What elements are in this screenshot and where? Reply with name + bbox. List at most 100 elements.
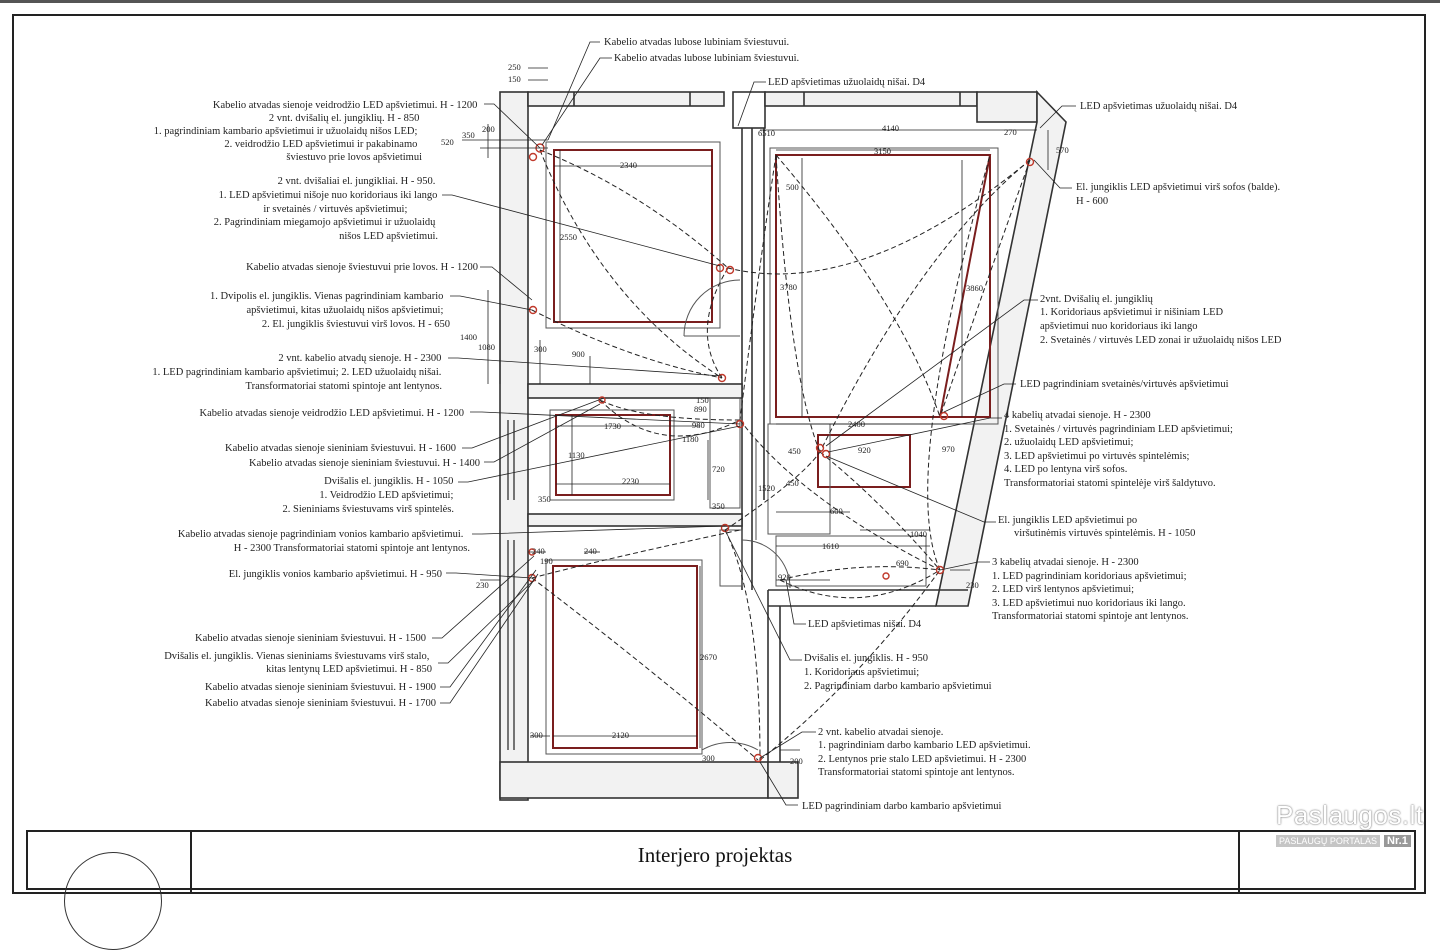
bottom-wall-left — [499, 761, 769, 799]
annotations: Kabelio atvadas lubose lubiniam šviestuv… — [152, 37, 1283, 812]
dim-250: 250 — [508, 62, 521, 72]
dim-350b: 350 — [538, 494, 551, 504]
leader-lines — [432, 41, 1076, 806]
annotation-bipolar-switch: 1. Dvipolis el. jungiklis. Vienas pagrin… — [210, 291, 450, 330]
dim-900: 900 — [572, 349, 585, 359]
dim-1520: 1520 — [758, 483, 775, 493]
annotation-office-double-switch: Dvišalis el. jungiklis. Vienas sieniniam… — [164, 651, 432, 675]
annotation-wall-light-1500: Kabelio atvadas sienoje sieniniam šviest… — [195, 633, 426, 644]
dim-1400: 1400 — [460, 332, 477, 342]
door-swings — [683, 279, 791, 751]
dim-6510: 6510 — [758, 128, 775, 138]
annotation-kitchen-cabinet-switch: El. jungiklis LED apšvietimui po viršuti… — [998, 515, 1195, 539]
watermark-badge: Nr.1 — [1384, 835, 1411, 847]
annotation-office-cable-outputs: 2 vnt. kabelio atvadai sienoje. 1. pagri… — [818, 727, 1033, 778]
dim-240b: 240 — [584, 546, 597, 556]
window-top-edge — [0, 0, 1440, 3]
dim-3150: 3150 — [874, 146, 891, 156]
vanity-outline — [555, 414, 671, 496]
dim-1610: 1610 — [822, 541, 839, 551]
top-wall-right — [764, 91, 978, 107]
dim-920b: 920 — [778, 572, 791, 582]
watermark-subtitle: PASLAUGŲ PORTALAS — [1276, 835, 1381, 847]
annotation-niche-led: LED apšvietimas nišai. D4 — [808, 619, 922, 630]
annotation-bath-double-switch: Dvišalis el. jungiklis. H - 1050 1. Veid… — [283, 476, 457, 515]
dim-450: 450 — [788, 446, 801, 456]
dim-690: 690 — [896, 558, 909, 568]
dim-230: 230 — [966, 580, 979, 590]
annotation-wall-light-1900: Kabelio atvadas sienoje sieniniam šviest… — [205, 682, 436, 693]
dim-1130: 1130 — [568, 450, 585, 460]
dim-450b: 450 — [786, 478, 799, 488]
dim-600: 600 — [830, 506, 843, 516]
dim-4140: 4140 — [882, 123, 899, 133]
annotation-bedroom-cable-outputs: 2 vnt. kabelio atvadų sienoje. H - 2300 … — [152, 353, 444, 392]
dim-2340: 2340 — [620, 160, 637, 170]
electrical-points — [527, 143, 1035, 763]
floor-plan-drawing: 250 150 350 200 520 2340 2550 300 900 14… — [152, 37, 1283, 812]
dim-970: 970 — [942, 444, 955, 454]
partition-bath-bottom — [527, 513, 743, 527]
dim-520: 520 — [441, 137, 454, 147]
dim-150: 150 — [508, 74, 521, 84]
dim-2230: 2230 — [622, 476, 639, 486]
dim-500: 500 — [786, 182, 799, 192]
central-wall — [732, 91, 766, 129]
annotation-living-led: LED pagrindiniam svetainės/virtuvės apšv… — [1020, 379, 1229, 390]
annotation-office-corridor-switch: Dvišalis el. jungiklis. H - 950 1. Korid… — [804, 653, 992, 692]
annotation-wall-light-1700: Kabelio atvadas sienoje sieniniam šviest… — [205, 698, 436, 709]
top-right-corner-wall — [976, 91, 1038, 123]
dim-2670: 2670 — [700, 652, 717, 662]
annotation-wall-light-1400: Kabelio atvadas sienoje sieniniam šviest… — [249, 458, 480, 469]
top-wall-left — [527, 91, 725, 107]
bottom-wall-right — [767, 761, 799, 799]
walls — [499, 90, 1067, 801]
annotation-curtain-led-2: LED apšvietimas užuolaidų nišai. D4 — [1080, 101, 1238, 112]
dim-1730: 1730 — [604, 421, 621, 431]
dim-200: 200 — [482, 124, 495, 134]
annotation-corridor-switches: 2vnt. Dvišalių el. jungiklių 1. Koridori… — [1040, 294, 1282, 346]
logo-circle-icon — [64, 852, 162, 950]
dim-2120: 2120 — [612, 730, 629, 740]
annotation-ceiling-cable-2: Kabelio atvadas lubose lubiniam šviestuv… — [614, 53, 799, 64]
bed-outline — [553, 149, 713, 323]
dim-350: 350 — [462, 130, 475, 140]
dim-270: 270 — [1004, 127, 1017, 137]
annotation-bedside-lamp: Kabelio atvadas sienoje šviestuvui prie … — [246, 262, 478, 273]
annotation-bedroom-switches: 2 vnt. dvišaliai el. jungikliai. H - 950… — [214, 176, 440, 242]
right-outer-wall — [935, 90, 1067, 607]
dimension-labels: 250 150 350 200 520 2340 2550 300 900 14… — [441, 62, 1069, 766]
dim-300b: 300 — [530, 730, 543, 740]
annotation-bath-switch: El. jungiklis vonios kambario apšvietimu… — [229, 569, 442, 580]
dim-980: 980 — [692, 420, 705, 430]
annotation-kitchen-cable-outputs: 4 kabelių atvadai sienoje. H - 2300 1. S… — [1004, 410, 1236, 489]
annotation-ceiling-cable-1: Kabelio atvadas lubose lubiniam šviestuv… — [604, 37, 789, 48]
annotation-bedroom-mirror: Kabelio atvadas sienoje veidrodžio LED a… — [154, 100, 480, 163]
dim-350c: 350 — [712, 501, 725, 511]
project-title: Interjero projektas — [637, 843, 793, 867]
kitchen-counter — [817, 434, 911, 488]
dimension-lines — [462, 67, 1049, 751]
dim-920: 920 — [858, 445, 871, 455]
annotation-sofa-switch: El. jungiklis LED apšvietimui virš sofos… — [1076, 182, 1283, 207]
annotation-wall-light-1600: Kabelio atvadas sienoje sieniniam šviest… — [225, 443, 456, 454]
title-block-divider — [1238, 832, 1240, 892]
dim-890: 890 — [694, 404, 707, 414]
dim-2550: 2550 — [560, 232, 577, 242]
dim-300a: 300 — [534, 344, 547, 354]
wiring-paths — [531, 149, 1031, 761]
dim-1040: 1040 — [910, 529, 927, 539]
annotation-curtain-led-1: LED apšvietimas užuolaidų nišai. D4 — [768, 77, 926, 88]
partition-bath-top — [527, 383, 743, 399]
dim-3860: 3860 — [966, 283, 983, 293]
dim-240a: 240 — [532, 546, 545, 556]
annotation-bath-mirror-cable: Kabelio atvadas sienoje veidrodžio LED a… — [200, 408, 464, 419]
dim-150b: 150 — [696, 395, 709, 405]
dim-190: 190 — [540, 556, 553, 566]
annotation-office-main-led: LED pagrindiniam darbo kambario apšvieti… — [802, 801, 1002, 812]
dim-1080: 1080 — [478, 342, 495, 352]
dim-300c: 300 — [702, 753, 715, 763]
annotation-corridor-cable-outputs: 3 kabelių atvadai sienoje. H - 2300 1. L… — [992, 557, 1189, 622]
annotation-bath-main-cable: Kabelio atvadas sienoje pagrindiniam von… — [178, 529, 470, 554]
